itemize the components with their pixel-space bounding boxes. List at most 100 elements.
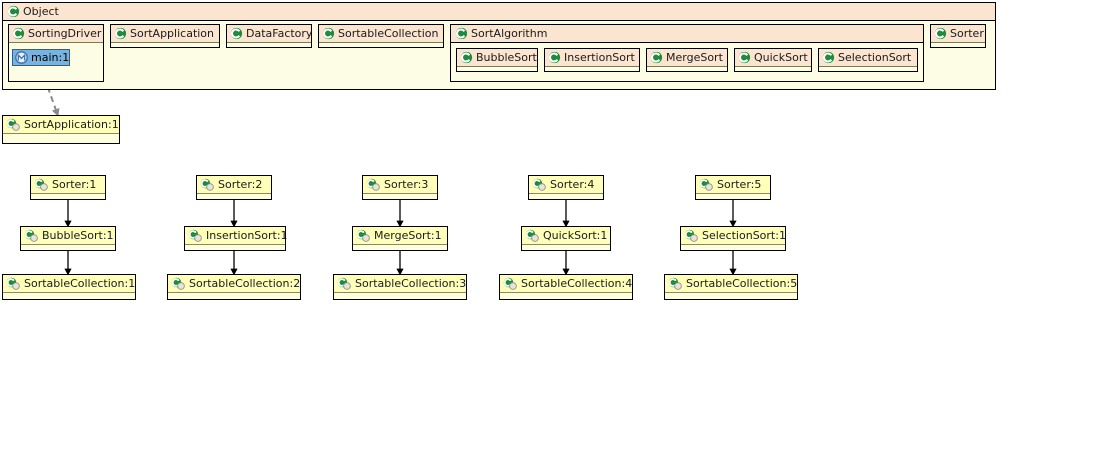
instance-box-sorter-4-label: Sorter:4 [550,178,595,191]
class-box-selectionsort-label: SelectionSort [838,51,912,64]
instance-box-sorter-4-header: Sorter:4 [529,176,603,194]
class-box-quicksort-header: QuickSort [735,49,811,67]
class-box-datafactory-header: DataFactory [227,25,313,43]
instance-icon [34,178,49,192]
instance-icon [684,229,699,243]
instance-box-sortapplication-1-body [3,134,119,143]
instance-box-sortablecollection-5-body [665,293,797,299]
instance-box-sortablecollection-3-header: SortableCollection:3 [334,275,466,293]
instance-icon [356,229,371,243]
instance-box-sortablecollection-2-label: SortableCollection:2 [189,277,301,290]
instance-box-insertionsort-1[interactable]: InsertionSort:1 [184,226,288,251]
instance-box-sorter-1-header: Sorter:1 [31,176,105,194]
instance-box-insertionsort-1-body [185,245,285,250]
class-box-mergesort-header: MergeSort [647,49,727,67]
instance-box-sortablecollection-1-label: SortableCollection:1 [24,277,136,290]
package-object-header: Object [3,3,995,21]
instance-icon [24,229,39,243]
instance-box-selectionsort-1-body [681,245,785,250]
instance-box-selectionsort-1-header: SelectionSort:1 [681,227,786,245]
class-box-insertionsort-label: InsertionSort [564,51,635,64]
instance-icon [366,178,381,192]
class-box-sortapplication-header: SortApplication [111,25,219,43]
instance-icon [6,277,21,291]
instance-box-sortablecollection-2[interactable]: SortableCollection:2 [167,274,301,300]
class-box-sortablecollection[interactable]: SortableCollection [318,24,444,48]
class-box-sortingdriver-header: SortingDriver [9,25,103,43]
instance-box-quicksort-1-header: QuickSort:1 [522,227,610,245]
class-box-mergesort-label: MergeSort [666,51,723,64]
class-box-sorter-label: Sorter [950,27,984,40]
instance-box-sorter-1-body [31,194,105,199]
instance-box-sorter-3[interactable]: Sorter:3 [362,175,438,200]
instance-box-sortablecollection-3[interactable]: SortableCollection:3 [333,274,467,300]
class-box-mergesort[interactable]: MergeSort [646,48,728,72]
class-icon [114,27,127,40]
instance-box-sortablecollection-5[interactable]: SortableCollection:5 [664,274,798,300]
instance-box-sorter-2-body [197,194,271,199]
instance-box-quicksort-1[interactable]: QuickSort:1 [521,226,611,251]
instance-icon [699,178,714,192]
member-row-main-label: main:1 [31,51,70,64]
instance-icon [337,277,352,291]
instance-box-sorter-5[interactable]: Sorter:5 [695,175,771,200]
class-box-datafactory[interactable]: DataFactory [226,24,312,48]
class-box-sortapplication-label: SortApplication [130,27,215,40]
class-icon [7,5,20,18]
instance-box-sortablecollection-3-body [334,293,466,299]
instance-box-sortablecollection-4[interactable]: SortableCollection:4 [499,274,633,300]
class-box-sortapplication[interactable]: SortApplication [110,24,220,48]
instance-box-selectionsort-1[interactable]: SelectionSort:1 [680,226,786,251]
class-box-bubblesort-header: BubbleSort [457,49,537,67]
class-box-quicksort[interactable]: QuickSort [734,48,812,72]
instance-box-sortablecollection-1-header: SortableCollection:1 [3,275,135,293]
class-box-sorter-body [931,43,985,47]
class-box-datafactory-body [227,43,311,47]
instance-box-sortablecollection-1[interactable]: SortableCollection:1 [2,274,136,300]
member-row-main[interactable]: main:1 [12,49,70,66]
instance-box-bubblesort-1-header: BubbleSort:1 [21,227,115,245]
instance-box-insertionsort-1-header: InsertionSort:1 [185,227,288,245]
instance-box-sorter-2-label: Sorter:2 [218,178,263,191]
instance-box-sortapplication-1-header: SortApplication:1 [3,116,119,134]
class-box-selectionsort-header: SelectionSort [819,49,917,67]
class-icon [230,27,243,40]
package-sortalgorithm-label: SortAlgorithm [471,27,548,40]
instance-box-quicksort-1-label: QuickSort:1 [543,229,608,242]
instance-box-sorter-4[interactable]: Sorter:4 [528,175,604,200]
instance-box-sortablecollection-2-body [168,293,300,299]
instance-box-sorter-2-header: Sorter:2 [197,176,271,194]
instance-box-mergesort-1[interactable]: MergeSort:1 [352,226,448,251]
class-box-insertionsort-body [545,67,639,71]
class-box-selectionsort[interactable]: SelectionSort [818,48,918,72]
instance-box-sorter-3-body [363,194,437,199]
class-box-bubblesort[interactable]: BubbleSort [456,48,538,72]
instance-box-quicksort-1-body [522,245,610,250]
instance-box-bubblesort-1[interactable]: BubbleSort:1 [20,226,116,251]
package-sortalgorithm-header: SortAlgorithm [451,25,923,43]
instance-box-sorter-5-body [696,194,770,199]
instance-icon [532,178,547,192]
class-icon [548,51,561,64]
class-icon [650,51,663,64]
instance-box-sorter-3-label: Sorter:3 [384,178,429,191]
instance-box-sorter-1-label: Sorter:1 [52,178,97,191]
class-box-insertionsort[interactable]: InsertionSort [544,48,640,72]
instance-box-sorter-4-body [529,194,603,199]
instance-box-bubblesort-1-label: BubbleSort:1 [42,229,114,242]
instance-icon [503,277,518,291]
instance-box-sortablecollection-4-header: SortableCollection:4 [500,275,632,293]
class-box-sortablecollection-body [319,43,443,47]
class-box-sorter[interactable]: Sorter [930,24,986,48]
instance-box-sortapplication-1-label: SortApplication:1 [24,118,119,131]
class-icon [738,51,751,64]
instance-box-insertionsort-1-label: InsertionSort:1 [206,229,288,242]
instance-box-sortablecollection-2-header: SortableCollection:2 [168,275,300,293]
instance-box-sortapplication-1[interactable]: SortApplication:1 [2,115,120,144]
instance-box-sorter-2[interactable]: Sorter:2 [196,175,272,200]
instance-icon [525,229,540,243]
instance-box-sorter-1[interactable]: Sorter:1 [30,175,106,200]
instance-icon [6,118,21,132]
class-box-datafactory-label: DataFactory [246,27,313,40]
class-icon [460,51,473,64]
